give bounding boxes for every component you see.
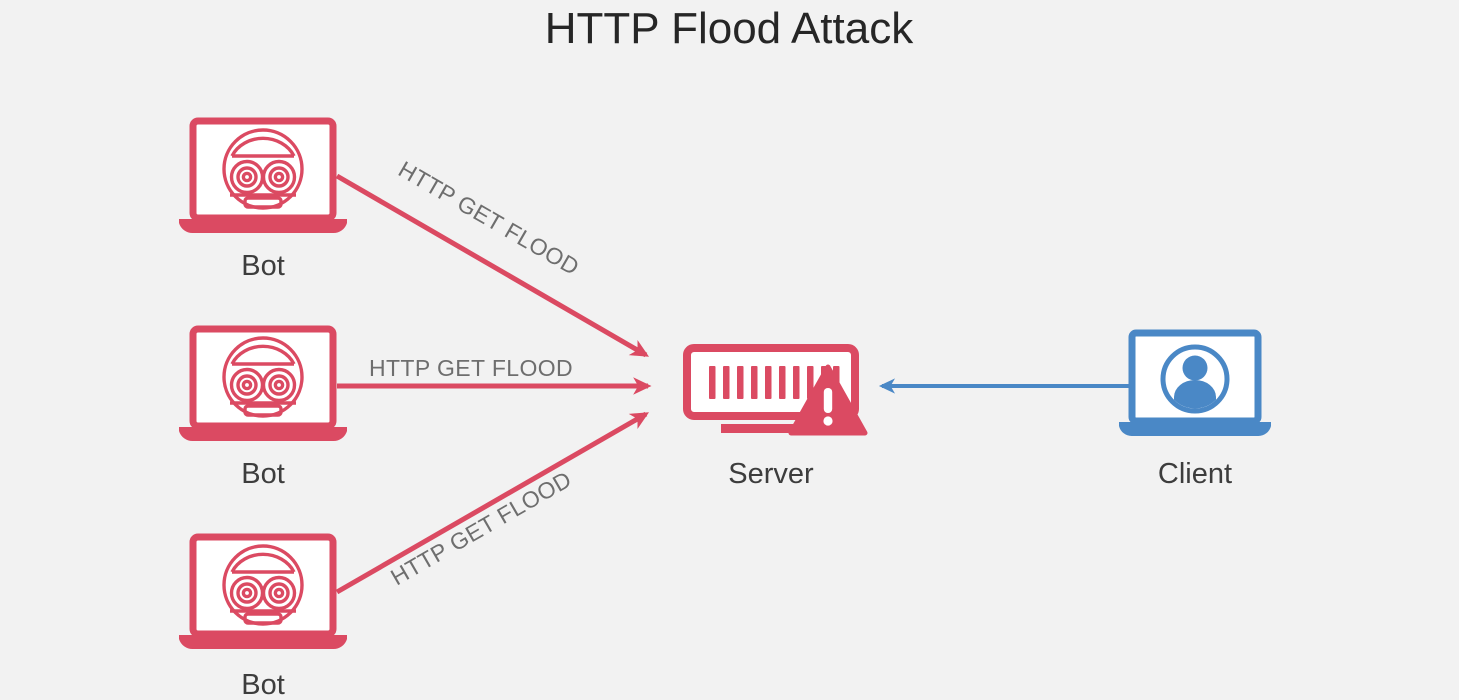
- node-bot-1[interactable]: Bot: [179, 121, 347, 282]
- node-label-bot-2: Bot: [241, 458, 285, 490]
- node-client[interactable]: Client: [1119, 333, 1271, 490]
- edge-line: [335, 173, 650, 358]
- edge-bot3-server: HTTP GET FLOOD: [335, 411, 650, 595]
- edge-bot1-server: HTTP GET FLOOD: [335, 156, 650, 358]
- node-bot-2[interactable]: Bot: [179, 329, 347, 490]
- node-label-client: Client: [1158, 458, 1232, 490]
- node-label-server: Server: [728, 458, 814, 490]
- node-bot-3[interactable]: Bot: [179, 537, 347, 700]
- client-laptop-icon: [1119, 333, 1271, 436]
- edge-label-bot3: HTTP GET FLOOD: [386, 466, 576, 591]
- server-warning-icon: [687, 348, 865, 433]
- edge-label-bot2: HTTP GET FLOOD: [369, 355, 573, 381]
- edge-bot2-server: HTTP GET FLOOD: [337, 355, 652, 395]
- edge-line: [335, 411, 650, 595]
- node-server[interactable]: Server: [687, 348, 865, 490]
- node-label-bot-1: Bot: [241, 250, 285, 282]
- page-title: HTTP Flood Attack: [545, 4, 914, 53]
- bot-laptop-icon: [179, 329, 347, 441]
- bot-laptop-icon: [179, 121, 347, 233]
- bot-laptop-icon: [179, 537, 347, 649]
- node-label-bot-3: Bot: [241, 669, 285, 700]
